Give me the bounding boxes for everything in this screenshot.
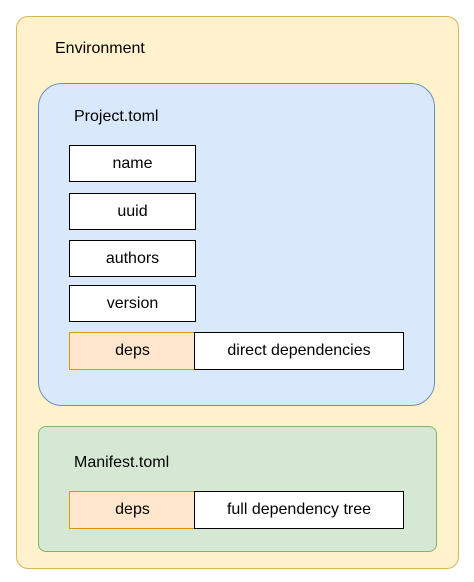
project-field-authors: authors bbox=[69, 240, 196, 277]
project-toml-title: Project.toml bbox=[74, 108, 159, 125]
environment-title: Environment bbox=[55, 40, 145, 57]
project-deps-key: deps bbox=[69, 332, 196, 370]
manifest-deps-key: deps bbox=[69, 491, 196, 529]
manifest-toml-title: Manifest.toml bbox=[74, 454, 170, 471]
project-field-name: name bbox=[69, 145, 196, 182]
project-deps-description: direct dependencies bbox=[194, 332, 404, 370]
manifest-toml-container bbox=[38, 426, 437, 552]
manifest-deps-description: full dependency tree bbox=[194, 491, 404, 529]
project-field-version: version bbox=[69, 285, 196, 322]
project-field-uuid: uuid bbox=[69, 193, 196, 230]
